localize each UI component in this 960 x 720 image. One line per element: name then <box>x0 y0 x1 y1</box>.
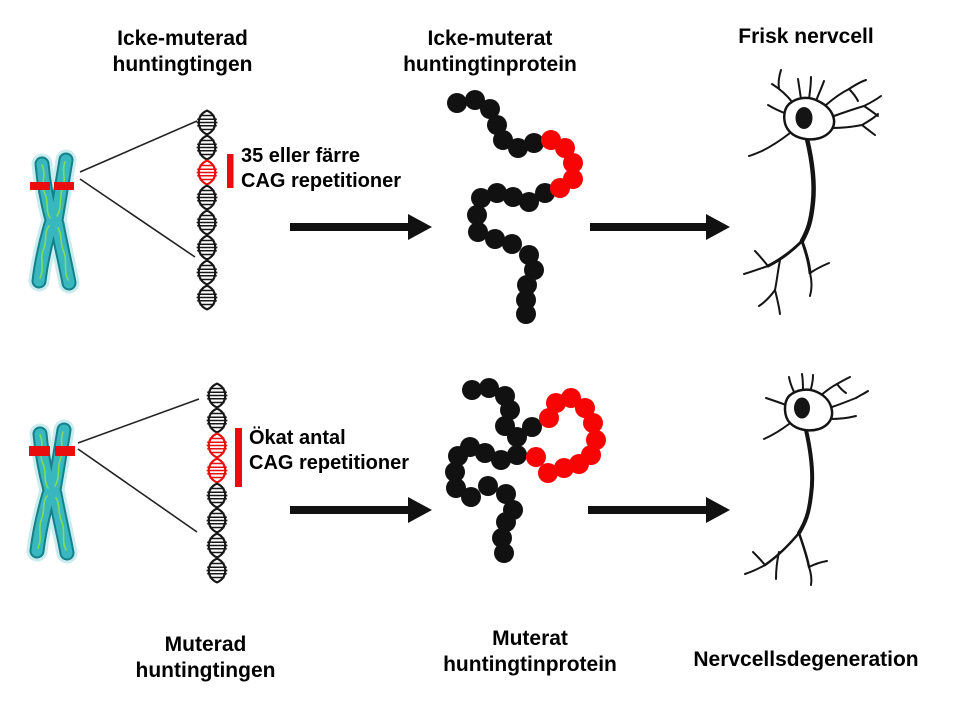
cag-repeat-segment-icon <box>195 159 219 186</box>
protein-mutated-icon <box>445 378 606 563</box>
title-line: Icke-muterad <box>117 27 248 50</box>
label-mutated-protein: Muterat huntingtinprotein <box>420 626 640 678</box>
neuron-mutated-icon <box>744 373 869 586</box>
arrow-gene-to-protein-mutated-icon <box>290 497 432 523</box>
arrow-gene-to-protein-healthy-icon <box>290 214 432 240</box>
polyglutamine-expansion-loop <box>526 388 606 483</box>
arrow-protein-to-cell-healthy-icon <box>590 214 730 240</box>
protein-healthy-icon <box>447 90 583 324</box>
annotation-line: CAG repetitioner <box>249 452 410 474</box>
chromosome-band-icon <box>29 446 50 456</box>
chromosome-mutated-icon <box>29 430 75 553</box>
label-line: Nervcellsdegeneration <box>693 648 919 671</box>
dna-helix-healthy-icon <box>195 109 219 311</box>
neuron-healthy-icon <box>743 69 882 315</box>
zoom-connector-lines-healthy <box>79 120 198 258</box>
label-mutated-gene: Muterad huntingtingen <box>98 632 313 684</box>
label-line: Muterat <box>492 627 568 650</box>
cag-annotation-healthy: 35 eller färre CAG repetitioner <box>241 144 401 194</box>
title-healthy-gene: Icke-muterad huntingtingen <box>75 26 290 78</box>
title-healthy-protein: Icke-muterat huntingtinprotein <box>382 26 598 78</box>
cag-repeat-segment-icon <box>205 457 229 484</box>
cag-marker-bar-mutated <box>235 428 242 487</box>
cag-repeat-segment-icon <box>205 432 229 459</box>
label-line: Muterad <box>164 633 247 656</box>
chromosome-band-icon <box>54 182 74 190</box>
label-line: huntingtinprotein <box>443 653 617 676</box>
zoom-connector-lines-mutated <box>77 398 200 533</box>
arrow-protein-to-cell-mutated-icon <box>588 497 730 523</box>
chromosome-band-icon <box>30 182 50 190</box>
cag-annotation-mutated: Ökat antal CAG repetitioner <box>249 426 409 476</box>
label-nerve-cell-degeneration: Nervcellsdegeneration <box>672 647 940 673</box>
title-healthy-cell: Frisk nervcell <box>700 24 912 50</box>
annotation-line: Ökat antal <box>249 427 346 449</box>
polyglutamine-beads-healthy <box>541 130 583 198</box>
title-line: Icke-muterat <box>427 27 553 50</box>
annotation-line: 35 eller färre <box>241 145 360 167</box>
cag-marker-bar-healthy <box>227 154 234 188</box>
dna-helix-mutated-icon <box>205 382 229 584</box>
nucleus-icon <box>795 107 813 129</box>
title-line: huntingtinprotein <box>403 53 577 76</box>
chromosome-band-icon <box>55 446 75 456</box>
annotation-line: CAG repetitioner <box>241 170 402 192</box>
title-line: huntingtingen <box>112 53 253 76</box>
label-line: huntingtingen <box>135 659 276 682</box>
chromosome-healthy-icon <box>30 160 74 283</box>
nucleus-icon <box>794 397 810 419</box>
title-line: Frisk nervcell <box>738 25 874 48</box>
